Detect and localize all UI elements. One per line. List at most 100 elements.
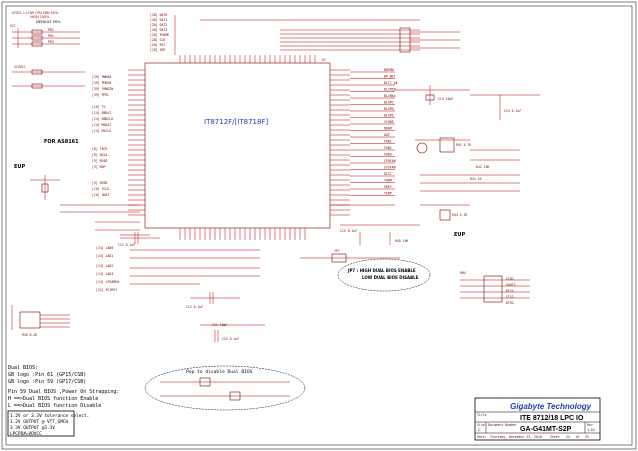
h-line: H ==>Dual BIOS function Enable [8,396,98,402]
conn-pin-2: RTS2 [506,289,514,293]
left-net-5: [14] KBDAT [92,111,111,115]
top-net-7: [28] SER [150,48,165,52]
top-net-0: [28] DAT0 [150,13,167,17]
right-net-label: BLTC_4# [384,81,398,85]
tol-line-1: 1.2V OUTPUT @ VTT_GMCH [10,419,69,425]
top-net-4: [28] FRAME [150,33,169,37]
tb-sheet-total: 53 [585,435,589,439]
gb-logo-line1: GB logo :Pin 61 (GP15/CSB) [8,372,86,378]
left-net-labels: [39] PWR8# [39] PMSR# [39] PANDIN [39] P… [92,75,113,197]
bottom-cap-1: C22 0.1uF [222,337,239,341]
res-label-2: R43 1K [470,177,482,181]
gb-logo-line2: GB logo :Pin 59 (GP17/CSB) [8,379,86,385]
title-block: Gigabyte Technology Title ITE 8712/18 LP… [474,397,601,441]
bottom-net-2: [24] LAD2 [96,264,113,268]
tb-date-label: Date: [477,435,487,439]
chip-bottom-pins [179,228,306,240]
left-net-8: [14] MSCLK [92,129,111,133]
tb-company: Gigabyte Technology [510,402,592,411]
net-sysvcc: SYSVCC [14,65,26,69]
cap-label-3: C14 0.1uF [504,109,521,113]
header-note: VOS2 = LOW CPU FAN 50% [12,11,59,15]
eup-label-left: EUP [14,164,25,170]
capacitors: C11 0.1uF C12 0.1uF [118,232,240,309]
tol-line-0: 1.2V or 3.3V tolerance select. [10,413,89,419]
jp-note-2: LOW DUAL BIOS DISABLE [362,275,419,280]
right-net-label: VREF [384,185,392,189]
left-net-14: [10] SCLK [92,187,109,191]
left-net-15: [10] SDAT [92,193,109,197]
left-net-11: [9] RD1B [92,159,107,163]
left-net-3: [39] PMTL [92,93,109,97]
bottom-cap-0: C21 10pF [212,323,227,327]
right-net-labels: BDPHNBP_BK1BLTC_4#BL1MINBL1MAXBLGPCBLGPD… [350,68,398,196]
tb-doc-number: GA-G41MT-S2P [520,426,572,433]
conn-pin-4: DTR2 [506,301,514,305]
right-components: C13 10uF C14 0.1uF R41 4.7K R42 10K R43 … [330,85,540,245]
left-components: [24] LAD0 [24] LAD1 [24] LAD2 [24] LAD3 … [30,175,260,292]
left-net-7: [14] MSDAT [92,123,111,127]
default-note: DEFAULT 50% [36,20,61,24]
eup-label-right: EUP [454,232,465,238]
pop-note: Pop to disable Dual BIOS [186,369,253,375]
right-net-label: THRM [384,179,392,183]
jp-note-1: JP7 : HIGH DUAL BIOS ENABLE [347,268,416,273]
tb-sheet-label: Sheet [550,435,560,439]
bottom-net-5: [21] PCIRST [96,288,117,292]
conn-pin-1: SOUT2 [506,283,516,287]
right-net-label: BLGPE [384,114,394,118]
left-net-1: [39] PMSR# [92,81,111,85]
chip-right-pins [330,69,350,216]
right-net-label: FAN2 [384,146,392,150]
chip-ref: U7 [322,58,326,62]
res-label-5: R46 8.2K [22,333,37,337]
res-label-0: R41 4.7K [456,143,471,147]
right-net-label: BP_BK1 [384,75,396,79]
right-net-label: BL1MAX [384,94,396,98]
left-net-10: [9] RD1A [92,153,107,157]
res-label-1: R42 10K [476,165,490,169]
chip-top-pins [179,55,316,63]
net-vcc: VCC [10,24,16,28]
it8712-chip-body [144,62,331,229]
top-net-3: [28] DAT3 [150,28,167,32]
cap-label-2: C13 10uF [438,97,453,101]
bottom-net-4: [24] LFRAME# [96,280,119,284]
tb-title: ITE 8712/18 LPC IO [520,415,584,422]
left-net-4: [16] TS [92,105,106,109]
left-net-13: [9] SMIN [92,181,107,185]
top-net-1: [28] DAT1 [150,18,167,22]
right-net-label: VCORE [384,120,394,124]
tb-of-label: of [576,435,580,439]
net-pr2: PR2 [48,28,54,32]
second-resistor-group: SYSVCC [12,65,85,89]
net-pr3: PR3 [48,40,54,44]
rn4-connector: RN4 SIN2 SOUT2 RTS2 CTS2 DTR2 [460,271,530,305]
left-net-12: [9] RDP [92,165,106,169]
for-label: FOR AS8161 [44,139,79,145]
right-net-label: BLGPD [384,107,394,111]
tb-rev-label: Rev [587,423,593,427]
top-net-6: [28] RST [150,43,165,47]
tol-line-3: LPCPD#=VDVCC [10,431,42,437]
dual-bios-title: Dual BIOS: [8,365,38,371]
top-net-5: [28] CLK [150,38,165,42]
right-net-label: SYSFAN [384,166,396,170]
res-label-4: R45 10K [395,239,409,243]
left-net-2: [39] PANDIN [92,87,113,91]
chip-left-pins [128,69,145,216]
dual-bios-notes: Dual BIOS: GB logo :Pin 61 (GP15/CSB) GB… [8,365,119,409]
right-net-label: FAN1 [384,140,392,144]
bottom-net-0: [24] LAD0 [96,246,113,250]
jp7-area: JP7 JP7 : HIGH DUAL BIOS ENABLE LOW DUAL… [300,249,431,292]
right-net-label: BLGPC [384,101,394,105]
right-net-label: DRAM [384,127,392,131]
tolerance-box: 1.2V or 3.3V tolerance select. 1.2V OUTP… [7,410,89,437]
top-left-resistors: VCC PR2 PR1 PR3 [10,24,80,48]
cap-label-0: C11 0.1uF [118,243,135,247]
bottom-caps: C21 10pF C22 0.1uF [200,323,265,342]
connector-ref: RN4 [460,271,466,275]
top-net-stack: [28] DAT0 [28] DAT1 [28] DAT2 [28] DAT3 … [150,13,176,55]
pop-disable-area: Pop to disable Dual BIOS [144,365,306,411]
